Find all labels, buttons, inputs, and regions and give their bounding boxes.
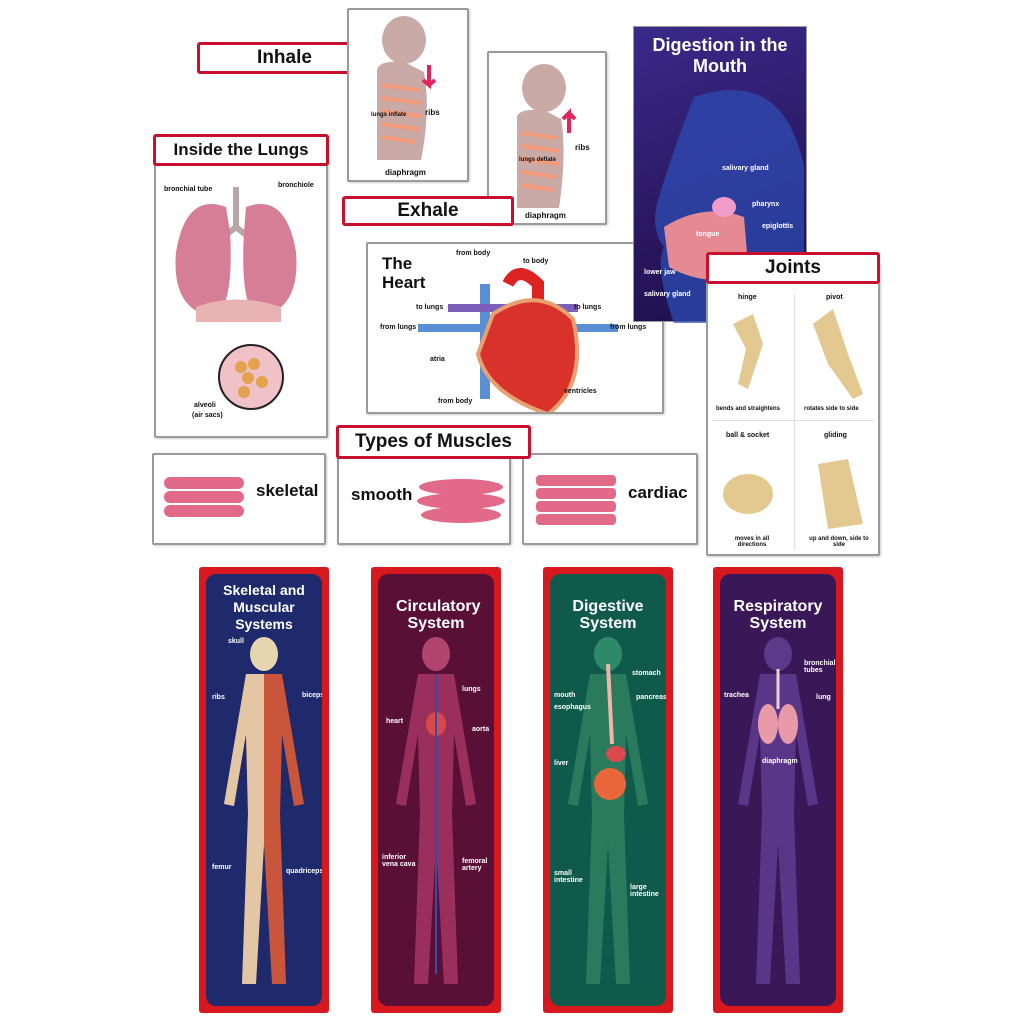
label-air-sacs: (air sacs)	[192, 412, 223, 419]
label-to-lungs-right: to lungs	[574, 304, 602, 311]
cardiac-muscle-icon	[536, 475, 616, 525]
label-femoral-artery: femoral artery	[462, 858, 488, 872]
muscle-cardiac-label: cardiac	[628, 483, 688, 502]
label-epiglottis: epiglottis	[762, 223, 794, 230]
muscles-title: Types of Muscles	[355, 431, 512, 452]
joint-pivot-name: pivot	[826, 294, 843, 301]
torso-illustration	[377, 16, 437, 160]
label-lungs: lungs deflate	[519, 157, 557, 163]
body-figure-icon	[224, 637, 304, 984]
label-alveoli: alveoli	[194, 402, 216, 409]
label-from-body: from body	[456, 250, 491, 257]
muscle-cardiac-card: cardiac	[522, 453, 698, 545]
heart-card: The Heart from body to body to lungs to …	[366, 242, 664, 414]
poster-title: Circulatory System	[396, 598, 481, 632]
joints-header: Joints	[706, 252, 880, 284]
poster-title: Digestive System	[572, 598, 644, 632]
body-figure-icon	[396, 637, 476, 984]
label-lungs: lungs	[462, 686, 481, 693]
poster-respiratory: Respiratory System bronchial tubes trach…	[713, 567, 843, 1013]
label-from-body-bottom: from body	[438, 398, 473, 405]
label-large-intestine: large intestine	[630, 884, 659, 898]
joint-gliding-name: gliding	[824, 432, 847, 439]
poster-title: Respiratory System	[733, 598, 823, 632]
label-bronchial-tubes: bronchial tubes	[804, 660, 836, 674]
poster-digestive: Digestive System mouth stomach esophagus…	[543, 567, 673, 1013]
skeletal-muscle-icon	[164, 477, 244, 517]
joint-ball-socket-desc: moves in all directions	[734, 536, 770, 548]
mouth-title: Digestion in the Mouth	[652, 35, 788, 76]
label-vena-cava: inferior vena cava	[382, 854, 416, 868]
label-ribs: ribs	[575, 143, 590, 152]
heart-illustration	[418, 268, 618, 412]
label-quadriceps: quadriceps	[286, 868, 322, 875]
inhale-card: ribs lungs inflate diaphragm	[347, 8, 469, 182]
label-ribs: ribs	[425, 108, 440, 117]
joints-title: Joints	[765, 257, 821, 278]
muscle-skeletal-label: skeletal	[256, 481, 319, 500]
lungs-illustration	[175, 187, 297, 410]
label-atria: atria	[430, 356, 445, 363]
label-to-body: to body	[523, 258, 549, 265]
label-femur: femur	[212, 864, 232, 871]
label-stomach: stomach	[632, 670, 661, 677]
label-ventricles: ventricles	[564, 388, 597, 395]
label-pharynx: pharynx	[752, 201, 780, 208]
muscle-smooth-label: smooth	[351, 485, 413, 504]
joint-pivot-desc: rotates side to side	[804, 406, 859, 412]
joint-gliding-desc: up and down, side to side	[809, 536, 869, 548]
label-diaphragm: diaphragm	[762, 758, 798, 765]
label-small-intestine: small intestine	[554, 870, 583, 884]
label-ribs: ribs	[212, 694, 225, 701]
poster-title: Skeletal and Muscular Systems	[223, 582, 305, 632]
joint-ball-socket-name: ball & socket	[726, 432, 770, 439]
smooth-muscle-icon	[417, 479, 505, 523]
label-aorta: aorta	[472, 726, 490, 733]
label-salivary-gland: salivary gland	[722, 165, 769, 172]
label-skull: skull	[228, 638, 244, 645]
label-lower-jaw: lower jaw	[644, 269, 676, 276]
joints-card: Joints hinge bends and straightens pivot…	[706, 252, 880, 556]
label-liver: liver	[554, 760, 569, 767]
body-figure-icon	[738, 637, 818, 984]
label-bronchiole: bronchiole	[278, 182, 314, 189]
label-from-lungs-left: from lungs	[380, 324, 417, 331]
inhale-title: Inhale	[257, 47, 312, 68]
lungs-title: Inside the Lungs	[173, 140, 309, 159]
label-esophagus: esophagus	[554, 704, 591, 711]
label-bronchial-tube: bronchial tube	[164, 186, 213, 193]
muscle-smooth-card: smooth	[337, 453, 511, 545]
poster-circulatory: Circulatory System lungs heart aorta inf…	[371, 567, 501, 1013]
label-tongue: tongue	[696, 231, 720, 238]
label-to-lungs-left: to lungs	[416, 304, 444, 311]
label-pancreas: pancreas	[636, 694, 666, 701]
joint-hinge-desc: bends and straightens	[716, 406, 781, 412]
label-diaphragm: diaphragm	[385, 168, 426, 177]
label-heart: heart	[386, 718, 404, 725]
heart-title: The Heart	[382, 254, 426, 292]
exhale-header: Exhale	[342, 196, 514, 226]
label-biceps: biceps	[302, 692, 322, 699]
label-salivary-gland-2: salivary gland	[644, 291, 691, 298]
muscles-header: Types of Muscles	[336, 425, 531, 459]
exhale-title: Exhale	[397, 200, 459, 221]
joints-illustration	[723, 309, 863, 529]
lungs-card: Inside the Lungs bronchial tube bronchio…	[153, 134, 329, 438]
body-figure-icon	[568, 637, 648, 984]
label-trachea: trachea	[724, 692, 749, 699]
muscle-skeletal-card: skeletal	[152, 453, 326, 545]
label-mouth: mouth	[554, 692, 576, 699]
label-lung: lung	[816, 694, 831, 701]
inhale-header: Inhale	[197, 42, 372, 74]
poster-skeletal-muscular: Skeletal and Muscular Systems skull ribs…	[199, 567, 329, 1013]
lungs-header: Inside the Lungs	[153, 134, 329, 166]
joint-hinge-name: hinge	[738, 294, 757, 301]
label-diaphragm: diaphragm	[525, 211, 566, 220]
torso-illustration	[517, 64, 577, 208]
label-lungs: lungs inflate	[371, 112, 407, 118]
label-from-lungs-right: from lungs	[610, 324, 647, 331]
